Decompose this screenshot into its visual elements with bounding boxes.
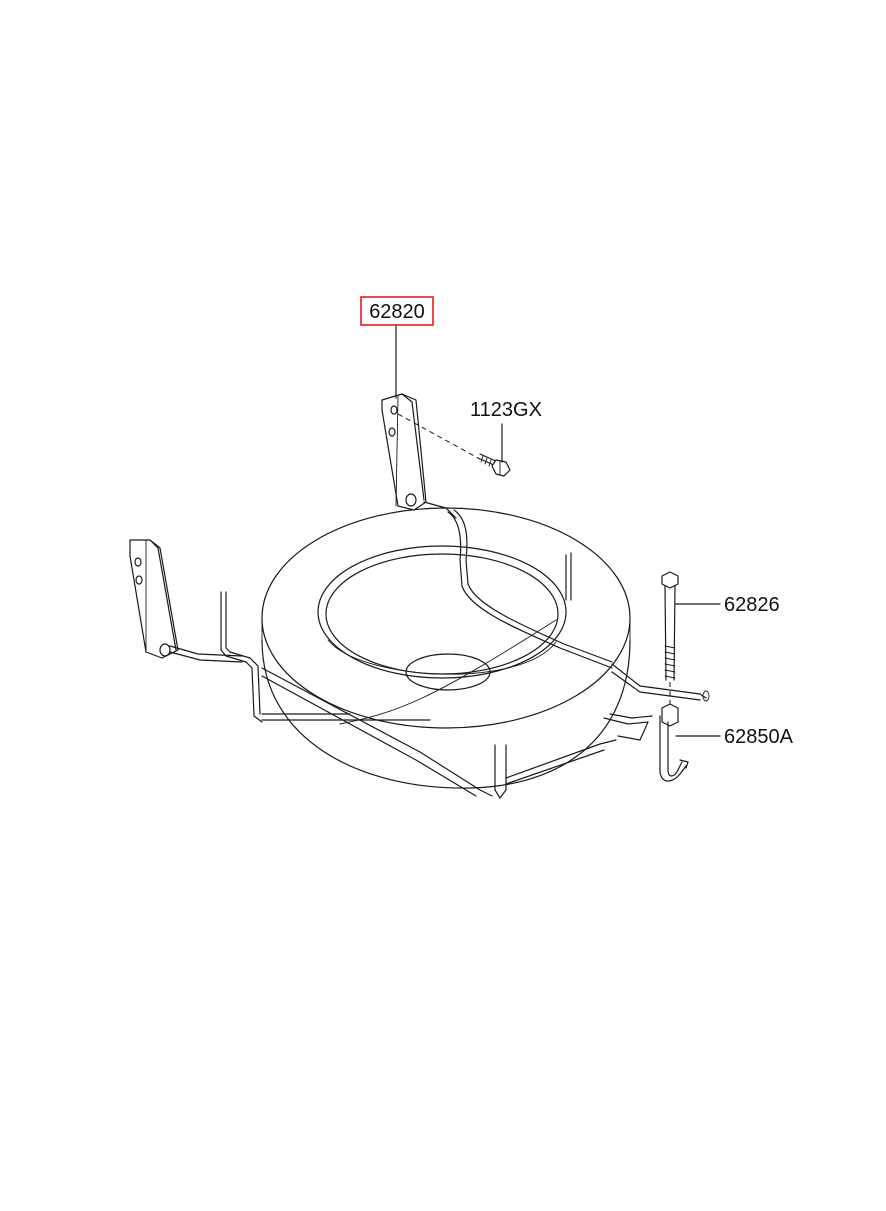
part-label-62826[interactable]: 62826 (724, 594, 780, 616)
part-label-62850a[interactable]: 62850A (724, 726, 794, 748)
leader-lines (395, 325, 721, 737)
part-label-1123gx[interactable]: 1123GX (470, 399, 542, 421)
bolt-1123gx (397, 413, 511, 477)
part-label-62820[interactable]: 62820 (369, 301, 425, 323)
part-62820-highlight-box (360, 296, 434, 326)
carrier-frame (220, 509, 710, 799)
spare-tire (261, 507, 631, 789)
bracket-62820 (381, 393, 457, 519)
bolt-62826 (661, 571, 679, 706)
hook-62850a (659, 703, 689, 782)
left-mount-bracket (129, 539, 243, 663)
